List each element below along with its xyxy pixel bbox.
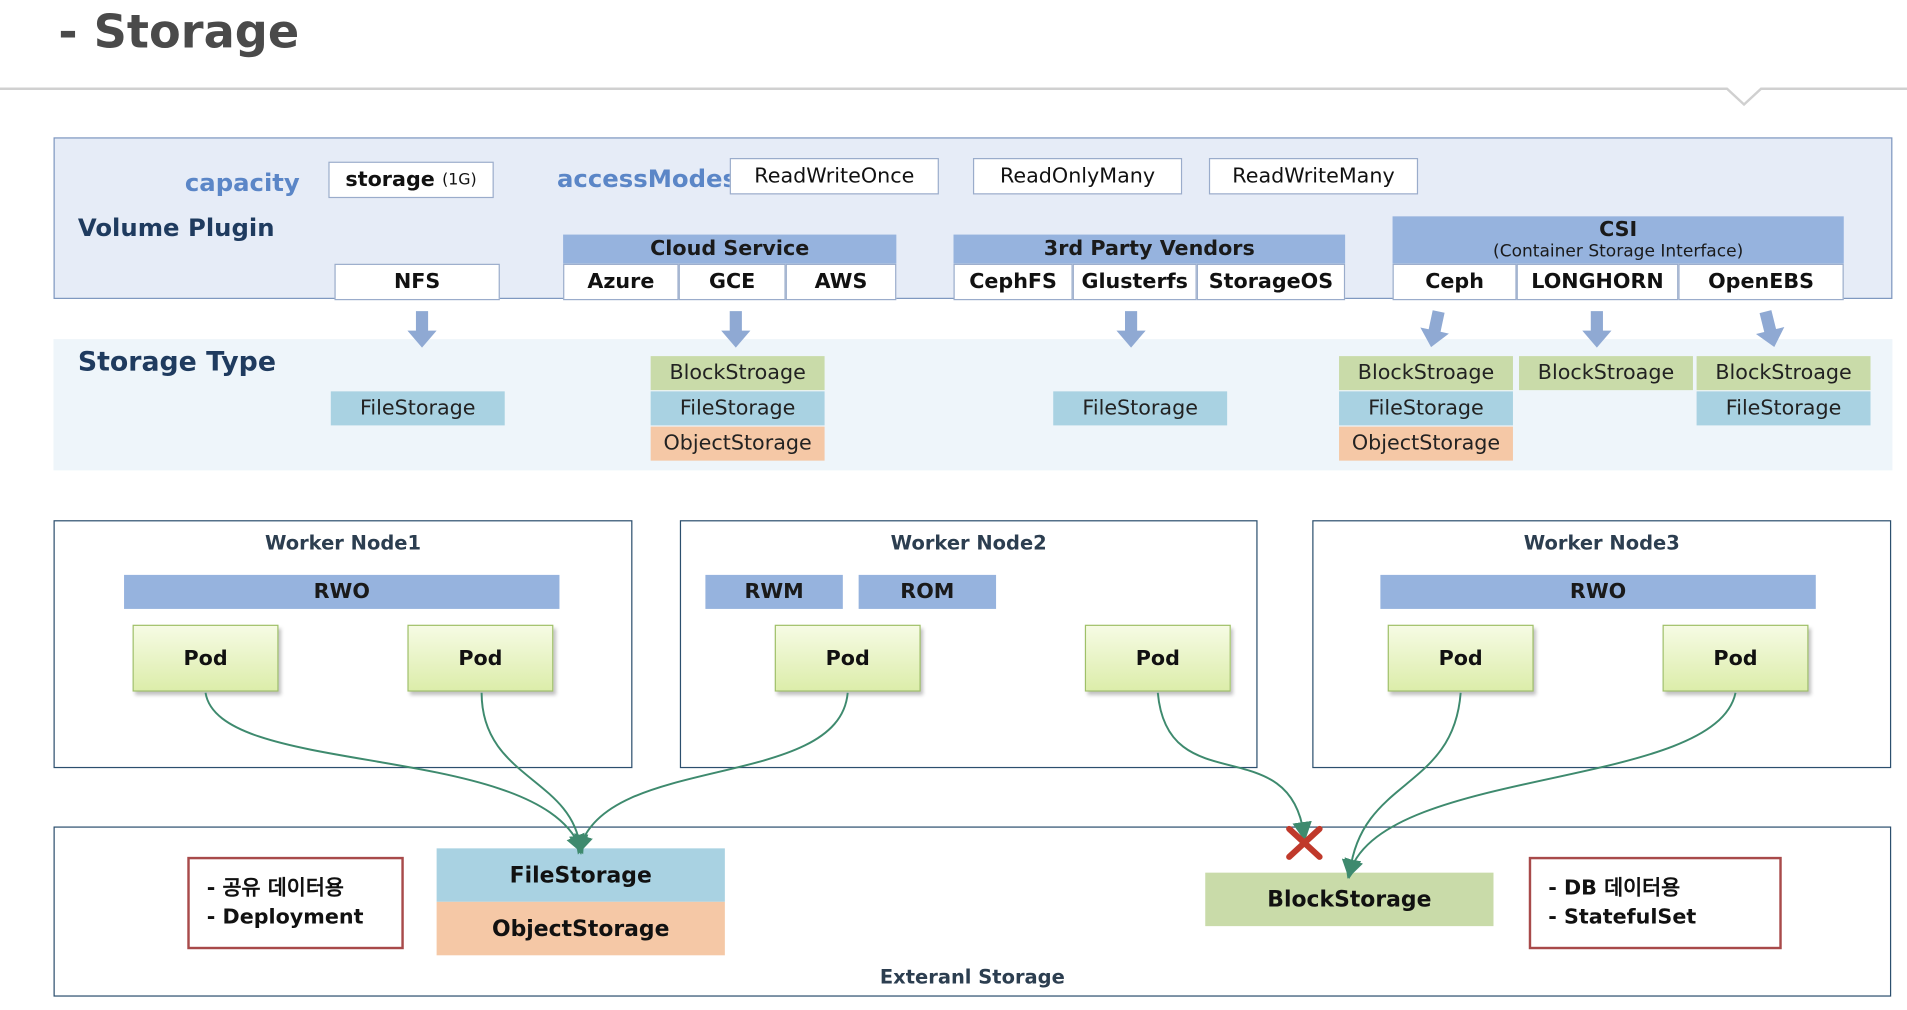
right-note-line-2: - StatefulSet (1548, 905, 1697, 930)
type-longhorn-block: BlockStroage (1519, 356, 1693, 391)
plugin-aws: AWS (785, 263, 897, 301)
page-title: - Storage (58, 4, 300, 59)
worker-node-3-rwo: RWO (1380, 574, 1816, 609)
plugin-longhorn: LONGHORN (1516, 263, 1679, 301)
worker-node-3-pod-1: Pod (1387, 624, 1534, 692)
type-ceph-file: FileStorage (1339, 391, 1513, 426)
worker-node-1-pod-1: Pod (132, 624, 279, 692)
csi-header: CSI (Container Storage Interface) (1392, 216, 1844, 264)
plugin-openebs: OpenEBS (1678, 263, 1844, 301)
worker-node-2-title: Worker Node2 (890, 530, 1047, 554)
worker-node-2-rom: ROM (858, 574, 997, 609)
arrow-openebs (1755, 310, 1785, 348)
plugin-azure: Azure (563, 263, 679, 301)
third-party-header: 3rd Party Vendors (953, 234, 1346, 264)
external-storage-label: Exteranl Storage (879, 964, 1065, 988)
arrow-longhorn (1582, 311, 1612, 348)
type-openebs-block: BlockStroage (1696, 356, 1871, 391)
title-underline (0, 87, 1907, 107)
connector-n2p2-block (1156, 692, 1312, 842)
csi-title: CSI (1599, 217, 1638, 242)
capacity-label: capacity (184, 167, 300, 197)
arrow-third-party (1116, 311, 1146, 348)
plugin-nfs: NFS (334, 263, 500, 301)
worker-node-2-rwm: RWM (705, 574, 843, 609)
arrow-nfs (407, 311, 437, 348)
connector-n2p1-file (574, 692, 849, 855)
type-openebs-file: FileStorage (1696, 391, 1871, 426)
cloud-service-header: Cloud Service (563, 234, 897, 264)
worker-node-1-pod-2: Pod (407, 624, 554, 692)
forbidden-x-icon (1286, 825, 1323, 860)
connector-n1p1-file (204, 692, 585, 855)
type-nfs-file: FileStorage (330, 391, 505, 426)
external-file-storage: FileStorage (436, 848, 725, 902)
external-object-storage: ObjectStorage (436, 901, 725, 956)
down-arrows (407, 310, 1785, 348)
external-block-storage: BlockStorage (1205, 872, 1494, 927)
access-mode-rwo: ReadWriteOnce (729, 158, 939, 195)
plugin-storageos: StorageOS (1196, 263, 1346, 301)
type-ceph-block: BlockStroage (1339, 356, 1513, 391)
left-note-line-2: - Deployment (206, 905, 364, 930)
type-third-party-file: FileStorage (1053, 391, 1228, 426)
connector-n3p1-block (1341, 692, 1462, 880)
left-note: - 공유 데이터용 - Deployment (187, 856, 404, 950)
arrow-ceph (1420, 310, 1449, 348)
worker-node-1-rwo: RWO (124, 574, 560, 609)
csi-subtitle: (Container Storage Interface) (1493, 241, 1744, 262)
worker-node-3-pod-2: Pod (1662, 624, 1809, 692)
plugin-gce: GCE (678, 263, 786, 301)
type-cloud-object: ObjectStorage (650, 426, 825, 461)
type-ceph-object: ObjectStorage (1339, 426, 1513, 461)
access-modes-label: accessModes (557, 164, 738, 194)
arrow-cloud (721, 311, 751, 348)
left-note-line-1: - 공유 데이터용 (206, 876, 344, 901)
volume-plugin-label: Volume Plugin (77, 212, 275, 242)
connector-n3p2-block (1344, 692, 1737, 879)
type-cloud-file: FileStorage (650, 391, 825, 426)
capacity-value: storage (1G) (328, 161, 494, 199)
plugin-glusterfs: Glusterfs (1072, 263, 1197, 301)
right-note-line-1: - DB 데이터용 (1548, 876, 1681, 901)
plugin-ceph: Ceph (1392, 263, 1517, 301)
worker-node-3-title: Worker Node3 (1523, 530, 1680, 554)
worker-node-1-title: Worker Node1 (264, 530, 421, 554)
worker-node-2-pod-1: Pod (774, 624, 921, 692)
plugin-cephfs: CephFS (953, 263, 1073, 301)
worker-node-2-pod-2: Pod (1084, 624, 1231, 692)
capacity-size-text: (1G) (442, 170, 477, 189)
right-note: - DB 데이터용 - StatefulSet (1528, 856, 1782, 950)
connector-n1p2-file (480, 692, 589, 855)
type-cloud-block: BlockStroage (650, 356, 825, 391)
access-mode-rom: ReadOnlyMany (972, 158, 1183, 195)
capacity-storage-text: storage (345, 167, 435, 193)
access-mode-rwm: ReadWriteMany (1208, 158, 1419, 195)
storage-type-label: Storage Type (77, 347, 276, 378)
